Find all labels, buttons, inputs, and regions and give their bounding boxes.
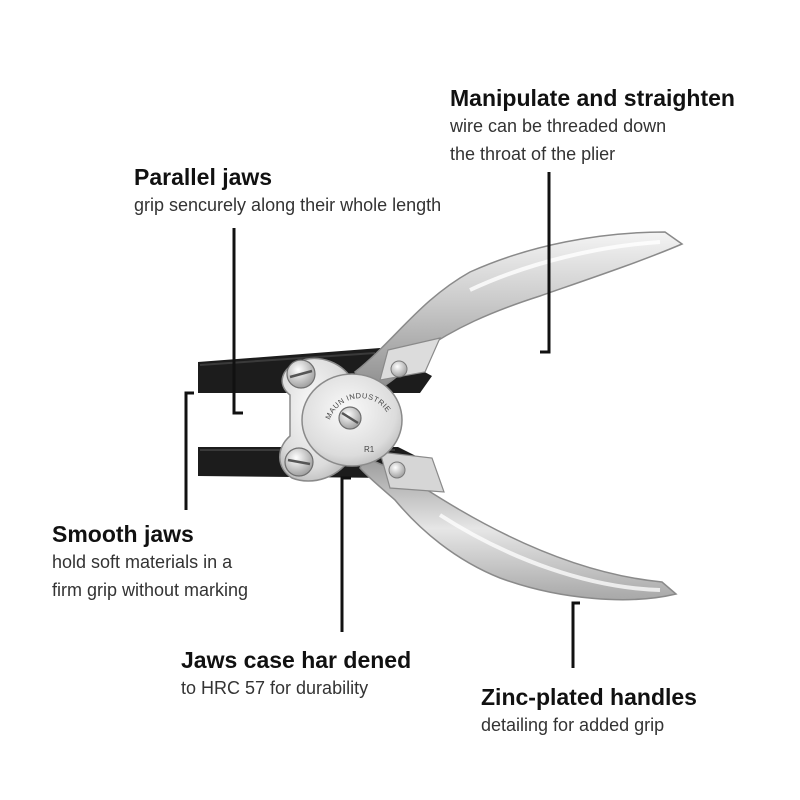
leader-smooth — [184, 391, 194, 510]
callout-hardened: Jaws case har dened to HRC 57 for durabi… — [181, 646, 411, 702]
callout-smooth: Smooth jaws hold soft materials in a fir… — [52, 520, 248, 604]
callout-title: Jaws case har dened — [181, 647, 412, 673]
callout-desc: the throat of the plier — [450, 144, 616, 164]
callout-desc: to HRC 57 for durability — [181, 678, 369, 698]
leader-manipulate — [540, 172, 551, 354]
stamp-code: R1 — [364, 445, 375, 454]
callout-title: Zinc-plated handles — [481, 684, 697, 710]
callout-zinc: Zinc-plated handles detailing for added … — [481, 683, 697, 739]
callout-desc: hold soft materials in a — [52, 552, 233, 572]
callout-parallel: Parallel jaws grip sencurely along their… — [134, 163, 441, 219]
callout-title: Manipulate and straighten — [450, 85, 735, 111]
callout-title: Smooth jaws — [52, 521, 194, 547]
leader-hardened — [340, 476, 351, 632]
callout-manipulate: Manipulate and straighten wire can be th… — [450, 84, 735, 168]
pivot-plate: MAUN INDUSTRIES ENGLAND R1 — [0, 0, 403, 482]
callout-desc: grip sencurely along their whole length — [134, 195, 442, 215]
callout-desc: detailing for added grip — [481, 715, 665, 735]
callout-title: Parallel jaws — [134, 164, 273, 190]
leader-parallel — [232, 228, 243, 415]
leader-lines — [184, 172, 580, 668]
callout-desc: firm grip without marking — [52, 580, 249, 600]
leader-zinc — [571, 601, 580, 668]
callout-desc: wire can be threaded down — [450, 116, 667, 136]
